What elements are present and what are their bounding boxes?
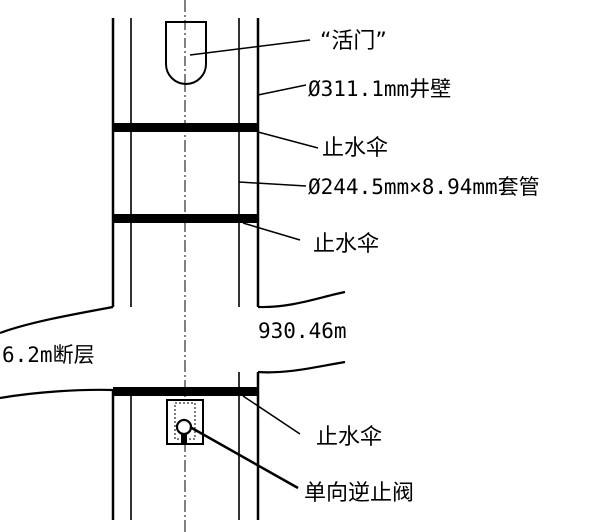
label-fault: 6.2m断层 bbox=[2, 343, 95, 367]
fault-lower-right bbox=[257, 360, 346, 374]
label-casing: Ø244.5mm×8.94mm套管 bbox=[308, 175, 540, 199]
leader-umbrella-2 bbox=[242, 222, 301, 241]
label-depth: 930.46m bbox=[258, 319, 347, 343]
leader-check-valve bbox=[189, 425, 299, 490]
check-valve-ball bbox=[175, 418, 193, 436]
label-check-valve: 单向逆止阀 bbox=[304, 481, 414, 506]
leader-casing bbox=[238, 181, 307, 187]
leader-borehole-wall bbox=[257, 84, 307, 96]
label-umbrella-3: 止水伞 bbox=[316, 425, 382, 450]
check-valve-stem bbox=[181, 434, 187, 443]
leader-umbrella-3 bbox=[242, 395, 301, 435]
water-stop-umbrella-1 bbox=[113, 123, 258, 132]
fault-lower-left bbox=[0, 388, 114, 400]
label-umbrella-2: 止水伞 bbox=[313, 232, 379, 257]
water-stop-umbrella-2 bbox=[113, 214, 258, 223]
water-stop-umbrella-3 bbox=[113, 387, 258, 396]
label-borehole-wall: Ø311.1mm井壁 bbox=[308, 77, 451, 101]
label-valve: “活门” bbox=[320, 29, 387, 54]
fault-upper-left bbox=[0, 305, 114, 335]
label-umbrella-1: 止水伞 bbox=[322, 136, 388, 161]
fault-upper-right bbox=[257, 290, 346, 309]
valve-body bbox=[165, 21, 207, 85]
leader-umbrella-1 bbox=[257, 131, 319, 149]
leader-valve bbox=[189, 39, 311, 56]
